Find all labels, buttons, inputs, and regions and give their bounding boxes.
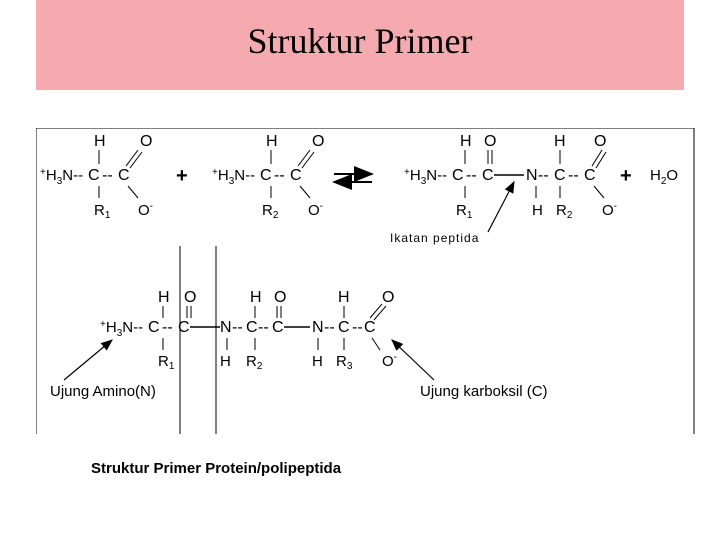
carboxyl-carbon: C [118, 167, 130, 184]
equilibrium-arrow-icon [332, 166, 374, 190]
oxygen-atom: O [312, 133, 324, 150]
carbonyl-carbon: C [178, 319, 190, 336]
peptide-bond-arrow [487, 180, 515, 233]
amino-terminus-arrow [63, 339, 113, 381]
side-chain-r2: R2 [246, 353, 263, 372]
bond-line [593, 185, 605, 199]
double-bond-line [301, 151, 315, 169]
alpha-carbon: C [554, 167, 566, 184]
double-bond-line [129, 151, 143, 169]
double-bond-line [297, 149, 311, 167]
carboxyl-carbon: C [290, 167, 302, 184]
oxygen-atom: O [140, 133, 152, 150]
bond-dash: -- [162, 319, 173, 336]
side-chain-r1: R1 [94, 202, 111, 221]
double-bond-line [595, 151, 607, 169]
bond-line [299, 185, 311, 199]
amide-nitrogen: N [220, 319, 232, 336]
figure-caption: Struktur Primer Protein/polipeptida [91, 460, 342, 477]
side-chain-r1: R1 [456, 202, 473, 221]
carboxyl-carbon: C [364, 319, 376, 336]
amide-nitrogen: N [312, 319, 324, 336]
carboxylate-oxygen: O- [382, 352, 397, 370]
oxygen-atom: O [382, 289, 394, 306]
water-molecule: H2O [650, 167, 678, 187]
carboxylate-oxygen: O- [138, 201, 153, 219]
bond-dash: -- [538, 167, 549, 184]
bond-dash: -- [324, 319, 335, 336]
bond-dash: -- [274, 167, 285, 184]
bond-dash: -- [568, 167, 579, 184]
hydrogen-atom: H [158, 289, 170, 306]
alpha-carbon: C [260, 167, 272, 184]
plus-sign: + [176, 165, 188, 187]
amino-acid-1: +H3N-- C -- C H R1 O O- [40, 133, 153, 221]
title-banner: Struktur Primer [36, 0, 684, 90]
oxygen-atom: O [594, 133, 606, 150]
amide-hydrogen: H [312, 353, 323, 370]
side-chain-r2: R2 [262, 202, 279, 221]
carboxyl-terminus-label: Ujung karboksil (C) [420, 383, 548, 400]
alpha-carbon: C [246, 319, 258, 336]
carboxyl-terminus-arrow [391, 339, 435, 381]
carboxylate-oxygen: O- [602, 201, 617, 219]
ammonium-group: +H3N-- [404, 167, 447, 188]
hydrogen-atom: H [250, 289, 262, 306]
peptide-bond-label: Ikatan peptida [390, 231, 479, 245]
oxygen-atom: O [274, 289, 286, 306]
alpha-carbon: C [338, 319, 350, 336]
dipeptide-product: +H3N-- C -- C N -- C -- C H R1 O H H R2 … [404, 133, 617, 221]
amide-hydrogen: H [532, 202, 543, 219]
side-chain-r1: R1 [158, 353, 175, 372]
amino-acid-2: +H3N-- C -- C H R2 O O- [212, 133, 324, 221]
bond-dash: -- [352, 319, 363, 336]
peptide-formation-diagram: +H3N-- C -- C H R1 O O- + +H3N-- C -- C … [36, 128, 696, 434]
panel-frame [36, 128, 695, 434]
oxygen-atom: O [484, 133, 496, 150]
carboxylate-oxygen: O- [308, 201, 323, 219]
double-bond-line [373, 305, 387, 321]
double-bond-line [369, 303, 383, 319]
ammonium-group: +H3N-- [40, 167, 83, 188]
bond-line [371, 337, 381, 351]
ammonium-group: +H3N-- [100, 319, 143, 340]
ammonium-group: +H3N-- [212, 167, 255, 188]
tripeptide-chain: +H3N-- C -- C N -- C -- C N -- C -- C H … [100, 289, 397, 372]
hydrogen-atom: H [338, 289, 350, 306]
alpha-carbon: C [452, 167, 464, 184]
bond-line [127, 185, 139, 199]
hydrogen-atom: H [554, 133, 566, 150]
amide-nitrogen: N [526, 167, 538, 184]
alpha-carbon: C [148, 319, 160, 336]
carboxyl-carbon: C [584, 167, 596, 184]
oxygen-atom: O [184, 289, 196, 306]
carbonyl-carbon: C [272, 319, 284, 336]
bond-dash: -- [232, 319, 243, 336]
hydrogen-atom: H [460, 133, 472, 150]
bond-dash: -- [102, 167, 113, 184]
side-chain-r3: R3 [336, 353, 353, 372]
hydrogen-atom: H [94, 133, 106, 150]
bond-dash: -- [466, 167, 477, 184]
alpha-carbon: C [88, 167, 100, 184]
slide-title: Struktur Primer [247, 21, 473, 61]
bond-dash: -- [258, 319, 269, 336]
plus-sign: + [620, 165, 632, 187]
amide-hydrogen: H [220, 353, 231, 370]
carbonyl-carbon: C [482, 167, 494, 184]
diagram-canvas: +H3N-- C -- C H R1 O O- + +H3N-- C -- C … [36, 128, 695, 434]
double-bond-line [591, 149, 603, 167]
double-bond-line [125, 149, 139, 167]
hydrogen-atom: H [266, 133, 278, 150]
side-chain-r2: R2 [556, 202, 573, 221]
amino-terminus-label: Ujung Amino(N) [50, 383, 156, 400]
